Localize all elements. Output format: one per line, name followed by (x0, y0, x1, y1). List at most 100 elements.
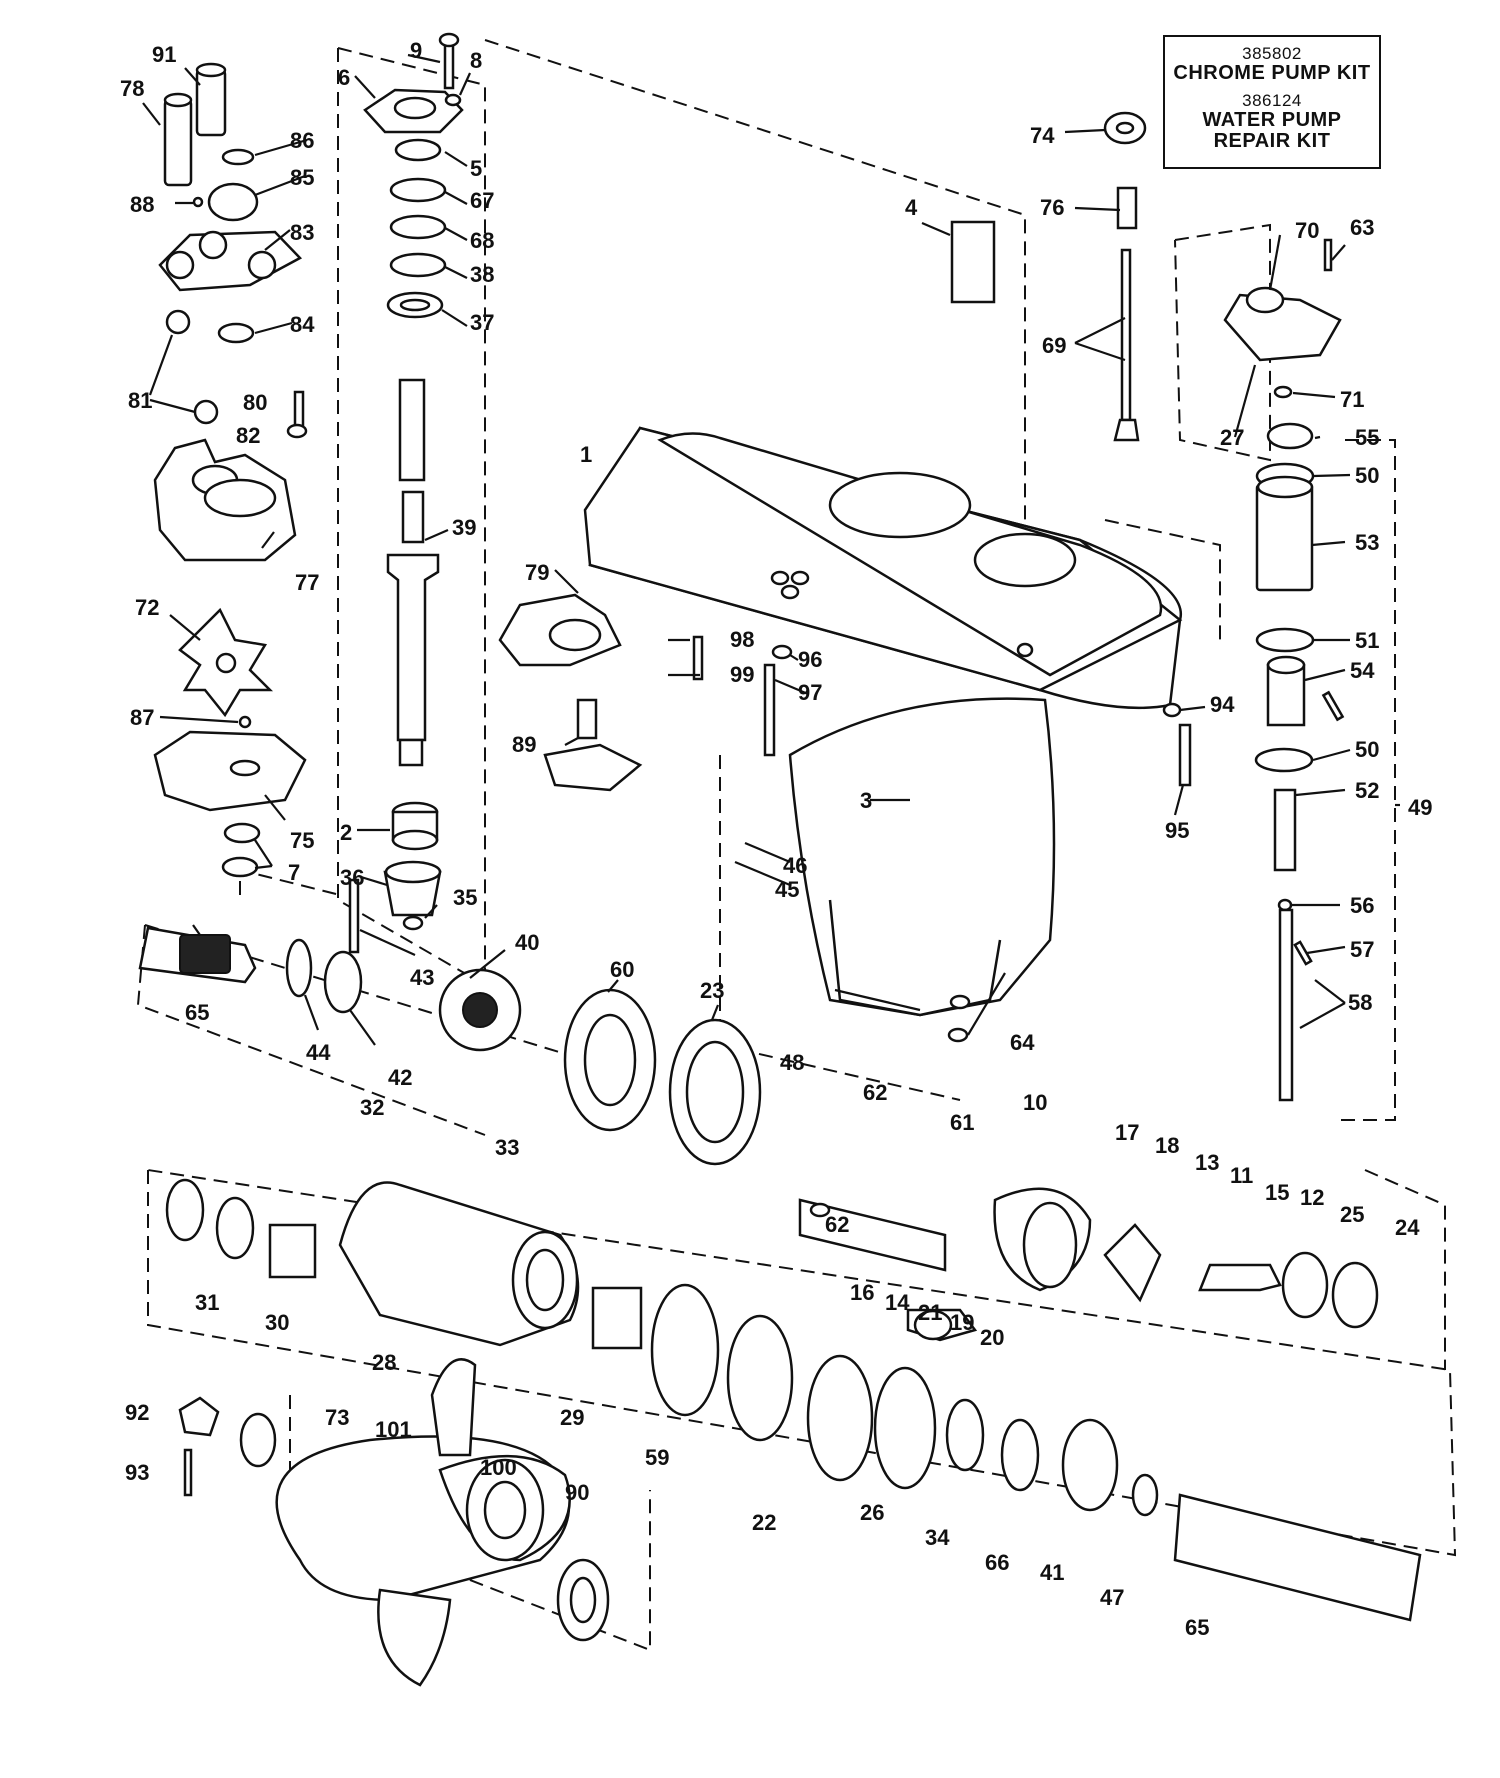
callout-55: 55 (1355, 425, 1379, 450)
callout-9: 9 (410, 38, 422, 63)
callout-38: 38 (470, 262, 494, 287)
callout-83: 83 (290, 220, 314, 245)
callout-64: 64 (1010, 1030, 1035, 1055)
callout-42: 42 (388, 1065, 412, 1090)
callout-23: 23 (700, 978, 724, 1003)
callout-82: 82 (236, 423, 260, 448)
callout-36: 36 (340, 865, 364, 890)
callout-96: 96 (798, 647, 822, 672)
callout-43: 43 (410, 965, 434, 990)
callout-89: 89 (512, 732, 536, 757)
shift-rod-parts (950, 111, 1345, 1102)
callout-5: 5 (470, 156, 482, 181)
kit1-number: 385802 (1242, 44, 1302, 63)
callout-80: 80 (243, 390, 267, 415)
callout-40: 40 (515, 930, 539, 955)
callout-94: 94 (1210, 692, 1235, 717)
callout-70: 70 (1295, 218, 1319, 243)
callout-62: 62 (863, 1080, 887, 1105)
callout-8: 8 (470, 48, 482, 73)
pinion-and-forward-gear-parts (138, 593, 1192, 1166)
callout-29: 29 (560, 1405, 584, 1430)
kit-info-box: 385802 CHROME PUMP KIT 386124 WATER PUMP… (1163, 35, 1381, 169)
callout-2: 2 (340, 820, 352, 845)
callout-97: 97 (798, 680, 822, 705)
callout-65-lower: 65 (1185, 1615, 1209, 1640)
callout-46: 46 (783, 853, 807, 878)
gear-housing (583, 426, 1183, 1017)
callout-22: 22 (752, 1510, 776, 1535)
callout-71: 71 (1340, 387, 1364, 412)
callout-15: 15 (1265, 1180, 1289, 1205)
callout-63: 63 (1350, 215, 1374, 240)
callout-99: 99 (730, 662, 754, 687)
kit2-name-line1: WATER PUMP (1202, 109, 1342, 131)
callout-65: 65 (185, 1000, 209, 1025)
callout-4: 4 (905, 195, 918, 220)
callout-7: 7 (288, 860, 300, 885)
callout-91: 91 (152, 42, 176, 67)
callout-67: 67 (470, 188, 494, 213)
callout-60: 60 (610, 957, 634, 982)
callout-72: 72 (135, 595, 159, 620)
callout-88: 88 (130, 192, 154, 217)
callout-69: 69 (1042, 333, 1066, 358)
callout-32: 32 (360, 1095, 384, 1120)
callout-19: 19 (950, 1310, 974, 1335)
callout-37: 37 (470, 310, 494, 335)
callout-28: 28 (372, 1350, 396, 1375)
callout-59: 59 (645, 1445, 669, 1470)
callout-79: 79 (525, 560, 549, 585)
kit2-name-line2: REPAIR KIT (1213, 130, 1331, 152)
callout-78: 78 (120, 76, 144, 101)
callout-26: 26 (860, 1500, 884, 1525)
callout-86: 86 (290, 128, 314, 153)
callout-44: 44 (306, 1040, 331, 1065)
callout-31: 31 (195, 1290, 219, 1315)
callout-18: 18 (1155, 1133, 1179, 1158)
callout-61: 61 (950, 1110, 974, 1135)
callout-84: 84 (290, 312, 315, 337)
callout-98: 98 (730, 627, 754, 652)
callout-1: 1 (580, 442, 592, 467)
callout-93: 93 (125, 1460, 149, 1485)
callout-27: 27 (1220, 425, 1244, 450)
callout-34: 34 (925, 1525, 950, 1550)
callout-13: 13 (1195, 1150, 1219, 1175)
callout-16: 16 (850, 1280, 874, 1305)
leader-lines (142, 53, 1400, 1046)
callout-6: 6 (338, 65, 350, 90)
callout-85: 85 (290, 165, 314, 190)
water-pump-parts (153, 62, 308, 878)
callout-52: 52 (1355, 778, 1379, 803)
callout-77: 77 (295, 570, 319, 595)
callout-56: 56 (1350, 893, 1374, 918)
callout-21: 21 (918, 1300, 942, 1325)
callout-25: 25 (1340, 1202, 1364, 1227)
callout-10: 10 (1023, 1090, 1047, 1115)
callout-30: 30 (265, 1310, 289, 1335)
callout-24: 24 (1395, 1215, 1420, 1240)
callout-20: 20 (980, 1325, 1004, 1350)
drive-shaft-parts (348, 32, 464, 954)
callout-76: 76 (1040, 195, 1064, 220)
callout-68: 68 (470, 228, 494, 253)
callout-17: 17 (1115, 1120, 1139, 1145)
propeller (178, 1358, 610, 1687)
callout-53: 53 (1355, 530, 1379, 555)
callout-39: 39 (452, 515, 476, 540)
callout-11: 11 (1230, 1163, 1253, 1188)
callout-66: 66 (985, 1550, 1009, 1575)
callout-57: 57 (1350, 937, 1374, 962)
kit1-name: CHROME PUMP KIT (1173, 62, 1371, 84)
callout-14: 14 (885, 1290, 910, 1315)
callout-87: 87 (130, 705, 154, 730)
callout-50: 50 (1355, 463, 1379, 488)
callout-35: 35 (453, 885, 477, 910)
callout-51: 51 (1355, 628, 1379, 653)
callout-58: 58 (1348, 990, 1372, 1015)
callout-54: 54 (1350, 658, 1375, 683)
callout-48: 48 (780, 1050, 804, 1075)
kit2-number: 386124 (1242, 91, 1302, 110)
